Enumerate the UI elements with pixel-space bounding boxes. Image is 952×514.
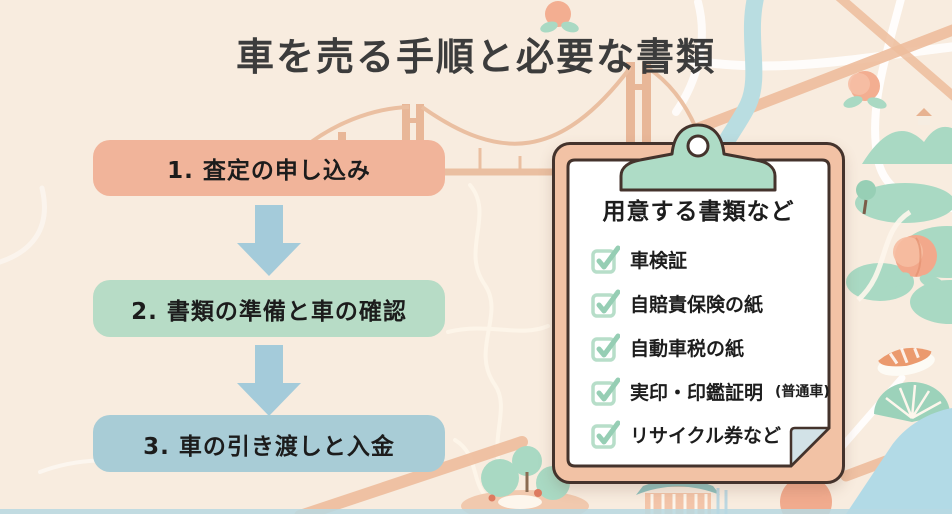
arrow-head	[237, 243, 301, 276]
clipboard-paper	[566, 158, 831, 468]
checklist-item-label: 自動車税の紙	[630, 337, 745, 360]
checklist-item-label: 実印・印鑑証明	[630, 381, 764, 404]
water-area	[846, 408, 952, 514]
checkbox-checked-icon	[591, 245, 620, 274]
arrow-head	[237, 383, 301, 416]
step-3-box: 3. 車の引き渡しと入金	[93, 415, 445, 472]
arrow-shaft	[255, 345, 283, 383]
checklist-item-label: リサイクル券など	[630, 424, 782, 447]
pine-fan-illustration	[874, 382, 950, 422]
peach-illustration-top-right	[843, 71, 887, 109]
arrow-down-icon	[237, 205, 301, 276]
checklist-item-label: 自賠責保険の紙	[630, 293, 764, 316]
water-strip-bottom	[0, 509, 952, 514]
checklist-item: 自動車税の紙	[590, 332, 818, 362]
checkbox-checked-icon	[591, 377, 620, 406]
hills-illustration	[862, 108, 952, 164]
clipboard: 用意する書類など 車検証 自賠責保険の紙 自動車税の紙	[552, 120, 845, 484]
checklist-item: リサイクル券など	[590, 419, 818, 449]
paper-fold-corner	[789, 426, 831, 468]
checkbox-checked-icon	[591, 289, 620, 318]
peach-illustration-small-top	[540, 1, 579, 33]
checklist-item: 自賠責保険の紙	[590, 288, 818, 318]
peach-illustration-large	[885, 235, 945, 290]
step-3-label: 3. 車の引き渡しと入金	[143, 433, 395, 460]
step-2-label: 2. 書類の準備と車の確認	[131, 298, 407, 325]
peach-circle-bottom	[780, 476, 832, 514]
step-1-label: 1. 査定の申し込み	[167, 158, 371, 184]
checkbox-checked-icon	[591, 333, 620, 362]
checklist-item-note: (普通車)	[775, 384, 830, 400]
arrow-shaft	[255, 205, 283, 243]
checkbox-checked-icon	[591, 420, 620, 449]
checklist-item: 実印・印鑑証明 (普通車)	[590, 376, 830, 406]
checklist-item: 車検証	[590, 244, 818, 274]
step-flow: 1. 査定の申し込み 2. 書類の準備と車の確認 3. 車の引き渡しと入金	[93, 0, 445, 514]
checklist-title: 用意する書類など	[602, 199, 795, 225]
step-1-box: 1. 査定の申し込み	[93, 140, 445, 196]
clipboard-clip-icon	[619, 123, 777, 192]
page-title: 車を売る手順と必要な書類	[235, 35, 716, 79]
arrow-down-icon	[237, 345, 301, 416]
step-2-box: 2. 書類の準備と車の確認	[93, 280, 445, 337]
checklist-item-label: 車検証	[630, 249, 688, 272]
sushi-illustration	[877, 347, 935, 376]
